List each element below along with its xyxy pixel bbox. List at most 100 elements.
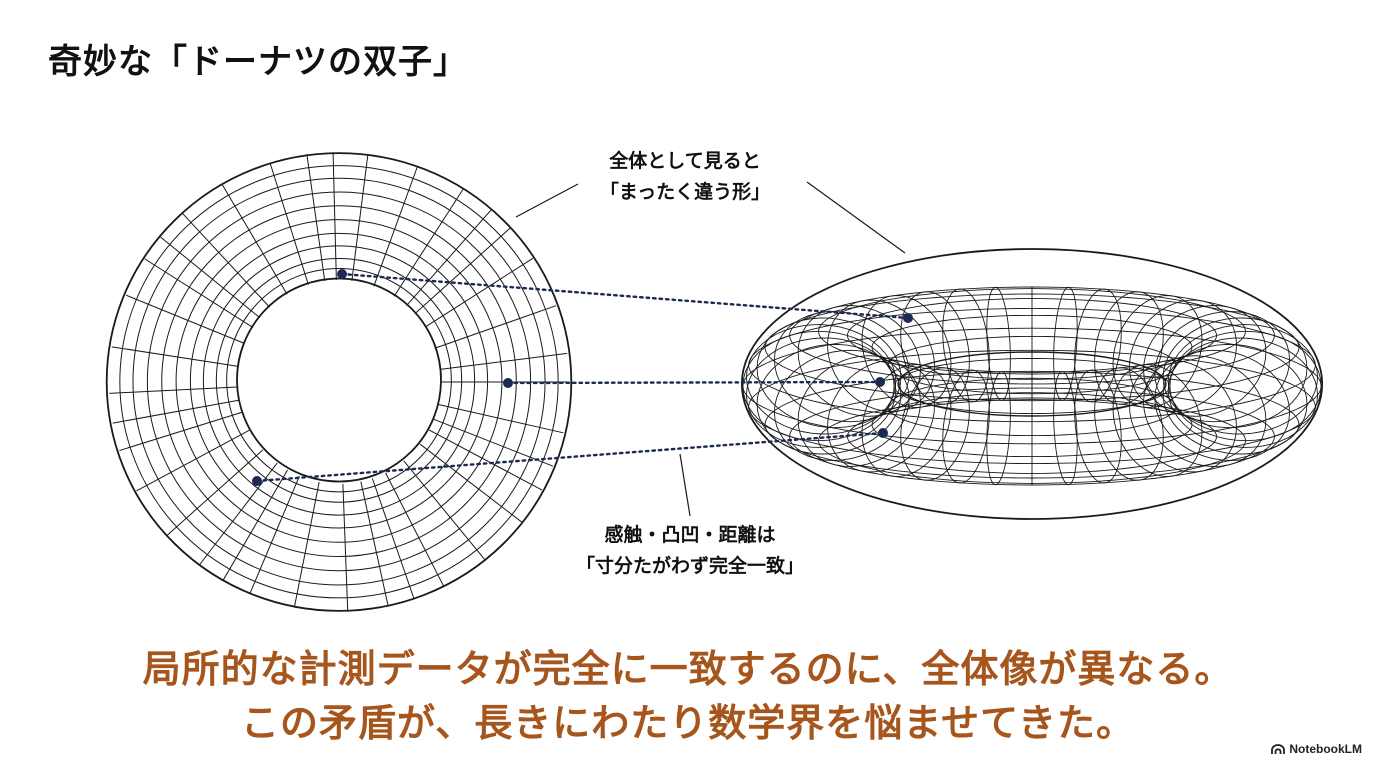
dotted-connector bbox=[506, 380, 882, 385]
torus-meridian bbox=[861, 364, 952, 477]
annulus-radial bbox=[342, 483, 349, 612]
torus-wireframe bbox=[740, 248, 1324, 520]
annulus-radial bbox=[199, 462, 278, 566]
annulus-radial bbox=[440, 352, 568, 370]
torus-meridian bbox=[900, 367, 970, 481]
annulus-point-marker bbox=[252, 476, 262, 486]
torus-meridian bbox=[1094, 367, 1164, 481]
annulus-ring bbox=[226, 267, 452, 493]
annulus-radial bbox=[385, 472, 445, 587]
torus-meridian bbox=[773, 349, 910, 461]
conclusion-text: 局所的な計測データが完全に一致するのに、全体像が異なる。 この矛盾が、長きにわた… bbox=[0, 642, 1376, 750]
annulus-radial bbox=[419, 443, 522, 523]
annulus-ring bbox=[161, 205, 517, 558]
callout-local-line1: 感触・凸凹・距離は bbox=[604, 524, 776, 546]
torus-outline bbox=[740, 248, 1324, 520]
annulus-ring bbox=[236, 277, 442, 483]
torus-meridian bbox=[1129, 299, 1237, 412]
torus-meridian bbox=[986, 286, 1011, 401]
torus-meridian bbox=[797, 305, 921, 417]
torus-meridian bbox=[1162, 343, 1308, 455]
annulus-point-marker bbox=[337, 269, 347, 279]
annulus-ring bbox=[105, 152, 573, 612]
torus-meridian bbox=[1167, 324, 1319, 435]
torus-meridian bbox=[742, 330, 895, 442]
torus-point-marker bbox=[875, 377, 885, 387]
annulus-radial bbox=[111, 346, 239, 367]
annulus-radial bbox=[182, 213, 270, 308]
annulus-ring bbox=[189, 232, 489, 529]
annulus-radial bbox=[222, 469, 288, 581]
annulus-radial bbox=[136, 429, 250, 492]
conclusion-line2: この矛盾が、長きにわたり数学界を悩ませてきた。 bbox=[241, 701, 1135, 745]
annulus-ring bbox=[215, 257, 463, 503]
annulus-radial bbox=[167, 449, 264, 536]
annulus-radial bbox=[144, 258, 254, 328]
callout-global-line2: 「まったく違う形」 bbox=[599, 181, 771, 203]
torus-point-marker bbox=[878, 428, 888, 438]
annulus-radial bbox=[112, 399, 239, 424]
annulus-radial bbox=[360, 481, 389, 607]
annulus-radial bbox=[373, 165, 419, 287]
torus-point-marker bbox=[903, 313, 913, 323]
callout-global-shape: 全体として見ると 「まったく違う形」 bbox=[560, 146, 810, 208]
torus-meridian bbox=[1143, 305, 1267, 417]
annulus-radial bbox=[403, 460, 486, 561]
point-connectors bbox=[252, 269, 913, 486]
annulus-wireframe bbox=[105, 152, 573, 612]
torus-meridian bbox=[900, 291, 970, 405]
annulus-radial bbox=[371, 478, 415, 600]
annulus-radial bbox=[160, 236, 261, 319]
dotted-connector bbox=[340, 272, 910, 320]
annulus-radial bbox=[221, 183, 288, 295]
torus-meridian bbox=[942, 288, 990, 403]
annulus-radial bbox=[414, 227, 511, 315]
dotted-connector bbox=[255, 431, 885, 483]
torus-meridian bbox=[1094, 291, 1164, 405]
torus-meridian bbox=[1169, 330, 1322, 442]
annulus-radial bbox=[406, 209, 492, 306]
annulus-radial bbox=[119, 411, 242, 452]
torus-meridian bbox=[1074, 288, 1122, 403]
torus-meridian bbox=[1154, 311, 1291, 423]
annulus-radial bbox=[332, 152, 337, 281]
annulus-radial bbox=[438, 404, 564, 434]
torus-meridian bbox=[986, 371, 1011, 486]
torus-meridian bbox=[1053, 286, 1078, 401]
torus-meridian bbox=[827, 299, 935, 412]
callout-local-match: 感触・凸凹・距離は 「寸分たがわず完全一致」 bbox=[540, 520, 840, 582]
callout-leader-lines bbox=[515, 181, 906, 517]
callout-local-line2: 「寸分たがわず完全一致」 bbox=[575, 555, 804, 577]
annulus-radial bbox=[109, 386, 238, 394]
leader-top-left bbox=[515, 183, 579, 218]
leader-bottom bbox=[679, 453, 691, 517]
annulus-radial bbox=[293, 481, 320, 608]
conclusion-line1: 局所的な計測データが完全に一致するのに、全体像が異なる。 bbox=[142, 647, 1234, 691]
annulus-radial bbox=[125, 294, 245, 344]
torus-meridian bbox=[861, 295, 952, 408]
brand-label: NotebookLM bbox=[1289, 742, 1362, 756]
callout-global-line1: 全体として見ると bbox=[609, 150, 761, 172]
torus-meridian bbox=[1167, 337, 1319, 448]
annulus-radial bbox=[269, 162, 309, 285]
notebooklm-logo-icon bbox=[1271, 743, 1286, 754]
annulus-radial bbox=[428, 429, 543, 491]
annulus-ring bbox=[175, 219, 503, 543]
annulus-radial bbox=[306, 154, 326, 282]
torus-meridian bbox=[745, 324, 897, 435]
annulus-radial bbox=[351, 153, 369, 281]
torus-meridian bbox=[1074, 369, 1122, 484]
annulus-radial bbox=[435, 305, 557, 349]
torus-meridian bbox=[1112, 295, 1203, 408]
annulus-ring bbox=[202, 245, 476, 516]
leader-top-right bbox=[806, 181, 906, 254]
annulus-ring bbox=[146, 191, 532, 572]
torus-meridian bbox=[1053, 371, 1078, 486]
annulus-radial bbox=[393, 188, 464, 297]
brand-badge: NotebookLM bbox=[1271, 742, 1362, 756]
torus-hole bbox=[897, 351, 1167, 417]
torus-meridian bbox=[942, 369, 990, 484]
annulus-point-marker bbox=[503, 378, 513, 388]
page-title: 奇妙な「ドーナツの双子」 bbox=[48, 42, 468, 82]
